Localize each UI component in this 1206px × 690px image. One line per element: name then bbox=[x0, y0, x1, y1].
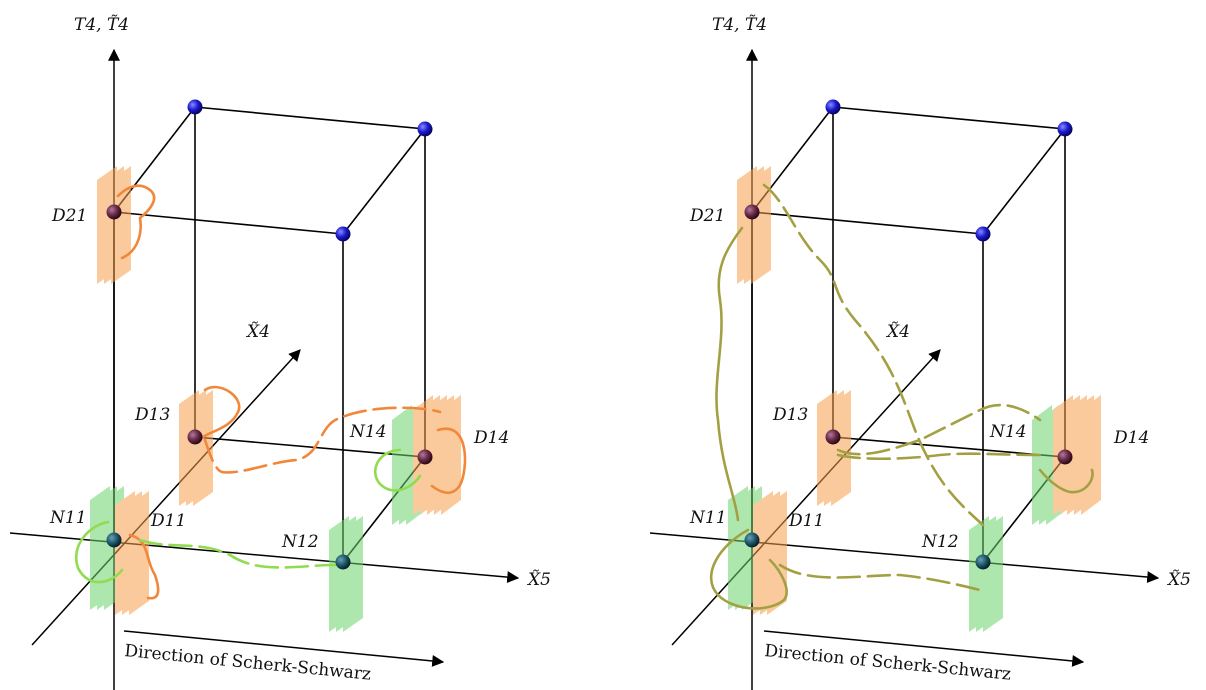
open-strings bbox=[709, 183, 1094, 610]
label-d14: D14 bbox=[1113, 428, 1149, 448]
node-n11 bbox=[106, 532, 122, 548]
open-strings bbox=[75, 184, 467, 600]
label-d13: D13 bbox=[772, 405, 808, 425]
brane-stack-n12 bbox=[329, 516, 363, 632]
box-edges bbox=[751, 106, 1066, 563]
brane-stack-n12 bbox=[969, 516, 1003, 632]
label-n12: N12 bbox=[281, 532, 319, 552]
node-d14 bbox=[1057, 449, 1073, 465]
brane-stack-n11-d11 bbox=[728, 486, 787, 615]
brane-stack-n14-d14 bbox=[1032, 395, 1101, 525]
node-n12 bbox=[335, 554, 351, 570]
label-d11: D11 bbox=[788, 511, 824, 531]
depth-axis bbox=[671, 349, 941, 646]
direction-arrow bbox=[763, 630, 1085, 667]
node-d14 bbox=[417, 449, 433, 465]
node-n11 bbox=[744, 532, 760, 548]
label-n14: N14 bbox=[989, 422, 1027, 442]
node-d21 bbox=[744, 204, 760, 220]
label-d21: D21 bbox=[51, 206, 87, 226]
label-n11: N11 bbox=[49, 508, 87, 528]
direction-arrow bbox=[123, 630, 445, 667]
node-top-back-right bbox=[417, 121, 433, 137]
label-d13: D13 bbox=[134, 405, 170, 425]
label-d14: D14 bbox=[473, 428, 509, 448]
brane-stack-d13 bbox=[179, 390, 213, 506]
brane-stack-d21 bbox=[97, 166, 131, 284]
horizontal-axis bbox=[9, 532, 520, 584]
node-top-front-right bbox=[975, 226, 991, 242]
label-n14: N14 bbox=[349, 422, 387, 442]
node-d13 bbox=[825, 429, 841, 445]
brane-stack-d13 bbox=[817, 390, 851, 506]
axis-label-depth: X̃4 bbox=[885, 322, 910, 342]
node-top-back-right bbox=[1057, 121, 1073, 137]
horizontal-axis bbox=[649, 532, 1160, 584]
node-top-back-left bbox=[825, 99, 841, 115]
node-n12 bbox=[975, 554, 991, 570]
node-top-front-right bbox=[335, 226, 351, 242]
direction-label: Direction of Scherk-Schwarz bbox=[124, 641, 372, 685]
node-top-back-left bbox=[187, 99, 203, 115]
panel-right: T4, T̃4 X̃4 X̃5 D21 D13 N14 D14 N11 D11 … bbox=[649, 15, 1191, 690]
brane-stack-d21 bbox=[737, 166, 771, 284]
axis-label-horizontal: X̃5 bbox=[526, 570, 551, 590]
panel-left: T4, T̃4 X̃4 X̃5 D21 D13 N14 D14 N11 D11 … bbox=[9, 15, 551, 690]
label-d21: D21 bbox=[689, 206, 725, 226]
label-d11: D11 bbox=[150, 511, 186, 531]
label-n12: N12 bbox=[921, 532, 959, 552]
axis-label-depth: X̃4 bbox=[245, 322, 270, 342]
brane-stack-n11-d11 bbox=[90, 486, 149, 615]
axis-label-vertical: T4, T̃4 bbox=[712, 15, 767, 35]
direction-label: Direction of Scherk-Schwarz bbox=[764, 641, 1012, 685]
depth-axis bbox=[31, 349, 301, 646]
node-d13 bbox=[187, 429, 203, 445]
axis-label-vertical: T4, T̃4 bbox=[74, 15, 129, 35]
node-d21 bbox=[106, 204, 122, 220]
label-n11: N11 bbox=[689, 508, 727, 528]
axis-label-horizontal: X̃5 bbox=[1166, 570, 1191, 590]
